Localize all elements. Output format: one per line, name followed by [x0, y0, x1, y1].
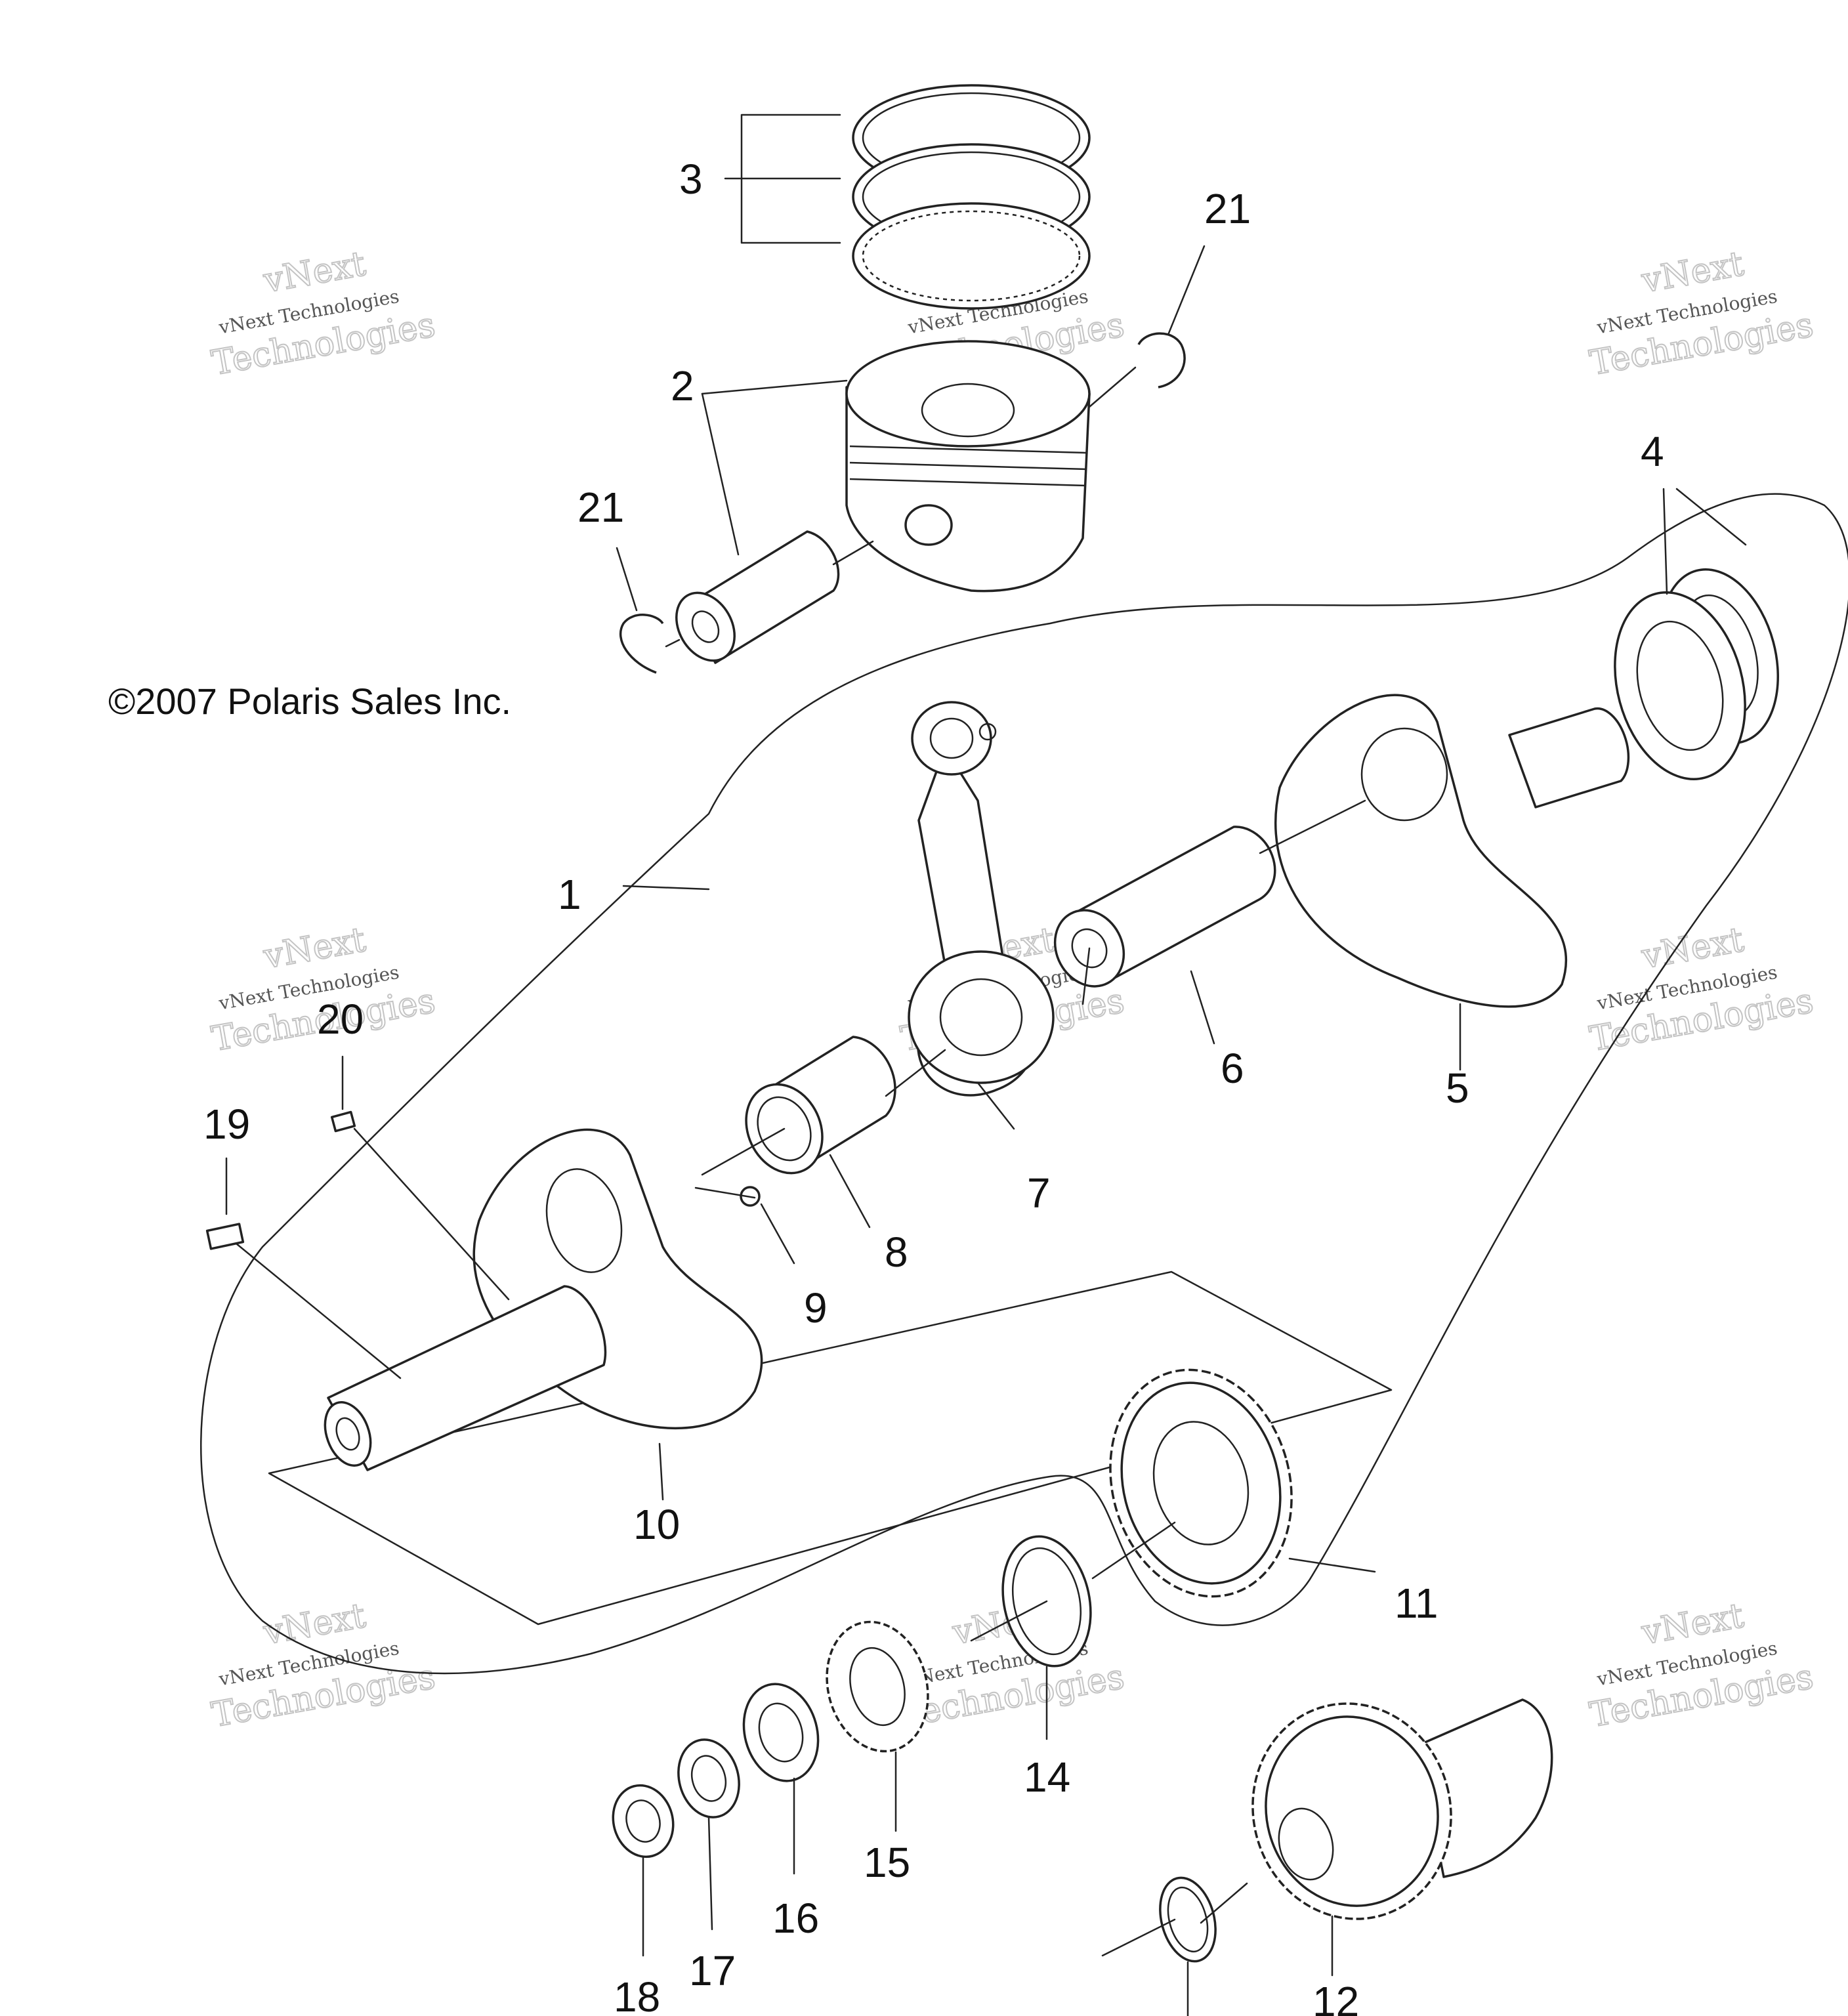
callout-3: 3	[679, 156, 703, 203]
callout-5: 5	[1446, 1064, 1469, 1112]
balance-shaft-gear	[1251, 1698, 1553, 1920]
callout-16: 16	[772, 1895, 819, 1942]
callout-11: 11	[1395, 1580, 1438, 1627]
crank-half-right	[1274, 694, 1630, 1008]
lock-nut	[742, 1683, 820, 1782]
watermark: vNext vNext Technologies Technologies	[1586, 919, 1816, 1060]
copyright-text: ©2007 Polaris Sales Inc.	[108, 681, 511, 722]
callout-labels: 1 2 3 4 5 6 7 8 9 10 11 12 14 15 16 17 1…	[203, 156, 1664, 2016]
callout-15: 15	[864, 1839, 910, 1886]
svg-text:vNext: vNext	[1639, 920, 1747, 976]
callout-9: 9	[804, 1284, 828, 1332]
svg-text:vNext: vNext	[1639, 1596, 1747, 1652]
callout-2: 2	[671, 362, 694, 410]
watermark: vNext vNext Technologies Technologies	[1586, 1595, 1816, 1736]
callout-21-right: 21	[1204, 185, 1251, 232]
watermark: vNext vNext Technologies Technologies	[208, 243, 438, 384]
callout-7: 7	[1027, 1169, 1051, 1217]
connecting-rod	[908, 701, 1055, 1097]
callout-17: 17	[689, 1947, 736, 1994]
callout-21-left: 21	[578, 484, 624, 531]
callout-1: 1	[558, 871, 581, 918]
piston	[845, 340, 1091, 593]
leader-lines	[225, 114, 1747, 2016]
callout-6: 6	[1221, 1045, 1244, 1092]
callout-8: 8	[885, 1228, 908, 1276]
watermark: vNext vNext Technologies Technologies	[1586, 243, 1816, 384]
callout-18: 18	[614, 1973, 660, 2016]
callout-14: 14	[1024, 1754, 1070, 1801]
circlip-left	[619, 614, 664, 674]
svg-text:vNext: vNext	[261, 1596, 369, 1652]
ball-bearing-pair	[1614, 568, 1779, 780]
woodruff-key	[205, 1223, 245, 1250]
sprocket	[826, 1620, 929, 1753]
circlip-right	[1137, 332, 1186, 388]
crank-half-left	[324, 1128, 763, 1471]
callout-20: 20	[317, 996, 364, 1043]
oil-seal	[612, 1784, 675, 1858]
small-key	[330, 1110, 356, 1133]
drive-gear	[1109, 1368, 1293, 1598]
callout-12: 12	[1312, 1978, 1359, 2016]
flat-washer	[677, 1738, 740, 1818]
callout-4: 4	[1641, 428, 1664, 475]
svg-text:vNext: vNext	[261, 244, 369, 301]
needle-bearing	[745, 1036, 896, 1175]
svg-text:vNext: vNext	[261, 920, 369, 976]
callout-19: 19	[203, 1101, 250, 1148]
watermark: vNext vNext Technologies Technologies	[208, 1595, 438, 1736]
crankshaft-assembly-outline	[200, 493, 1848, 1675]
svg-text:vNext: vNext	[1639, 244, 1747, 301]
piston-rings	[852, 84, 1091, 310]
gear-kit-box	[268, 1270, 1393, 1626]
callout-10: 10	[633, 1501, 680, 1548]
piston-pin	[675, 530, 840, 664]
balance-shaft-washer	[1159, 1876, 1217, 1963]
crank-pin	[1053, 826, 1276, 988]
